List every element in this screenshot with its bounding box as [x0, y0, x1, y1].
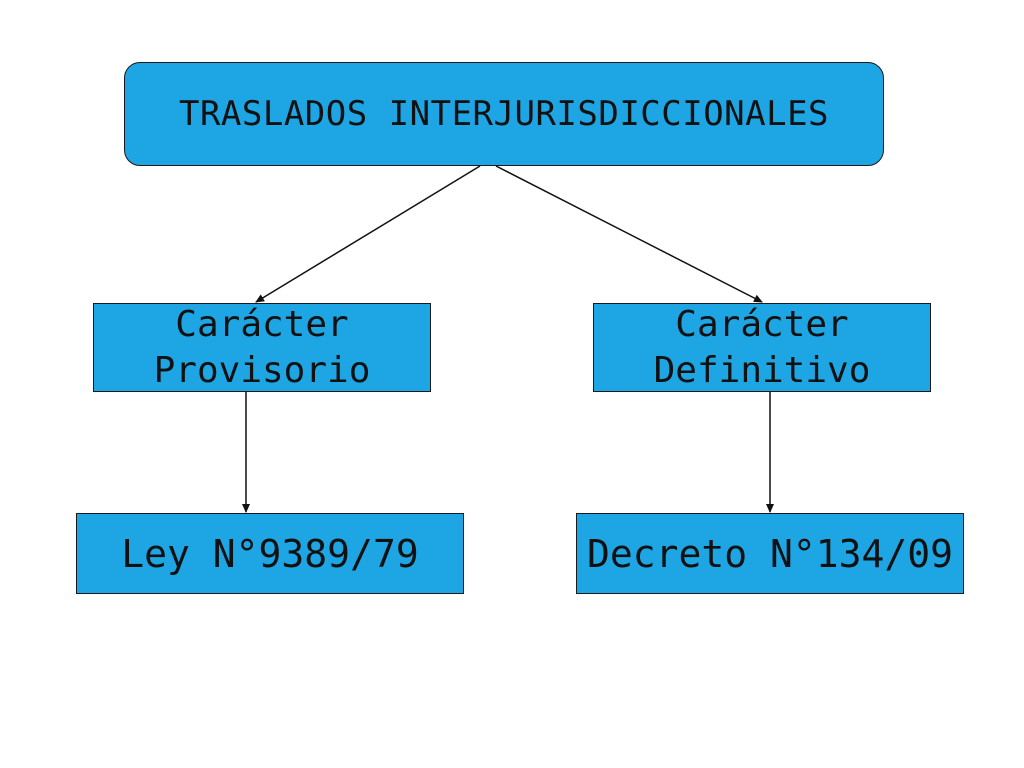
root-node-label: TRASLADOS INTERJURISDICCIONALES	[178, 94, 830, 134]
arrow-root-to-provisional	[255, 165, 481, 303]
root-node: TRASLADOS INTERJURISDICCIONALES	[124, 62, 884, 166]
arrow-root-to-definitive	[495, 165, 763, 303]
decree-node: Decreto N°134/09	[576, 513, 964, 594]
law-node-label: Ley N°9389/79	[121, 531, 419, 576]
provisional-node: Carácter Provisorio	[93, 303, 431, 392]
definitive-node-line1: Carácter	[675, 303, 849, 345]
law-node: Ley N°9389/79	[76, 513, 464, 594]
provisional-node-line1: Carácter	[175, 303, 349, 345]
definitive-node-line2: Definitivo	[653, 349, 871, 391]
provisional-node-line2: Provisorio	[153, 349, 371, 391]
decree-node-label: Decreto N°134/09	[586, 531, 954, 576]
definitive-node: Carácter Definitivo	[593, 303, 931, 392]
